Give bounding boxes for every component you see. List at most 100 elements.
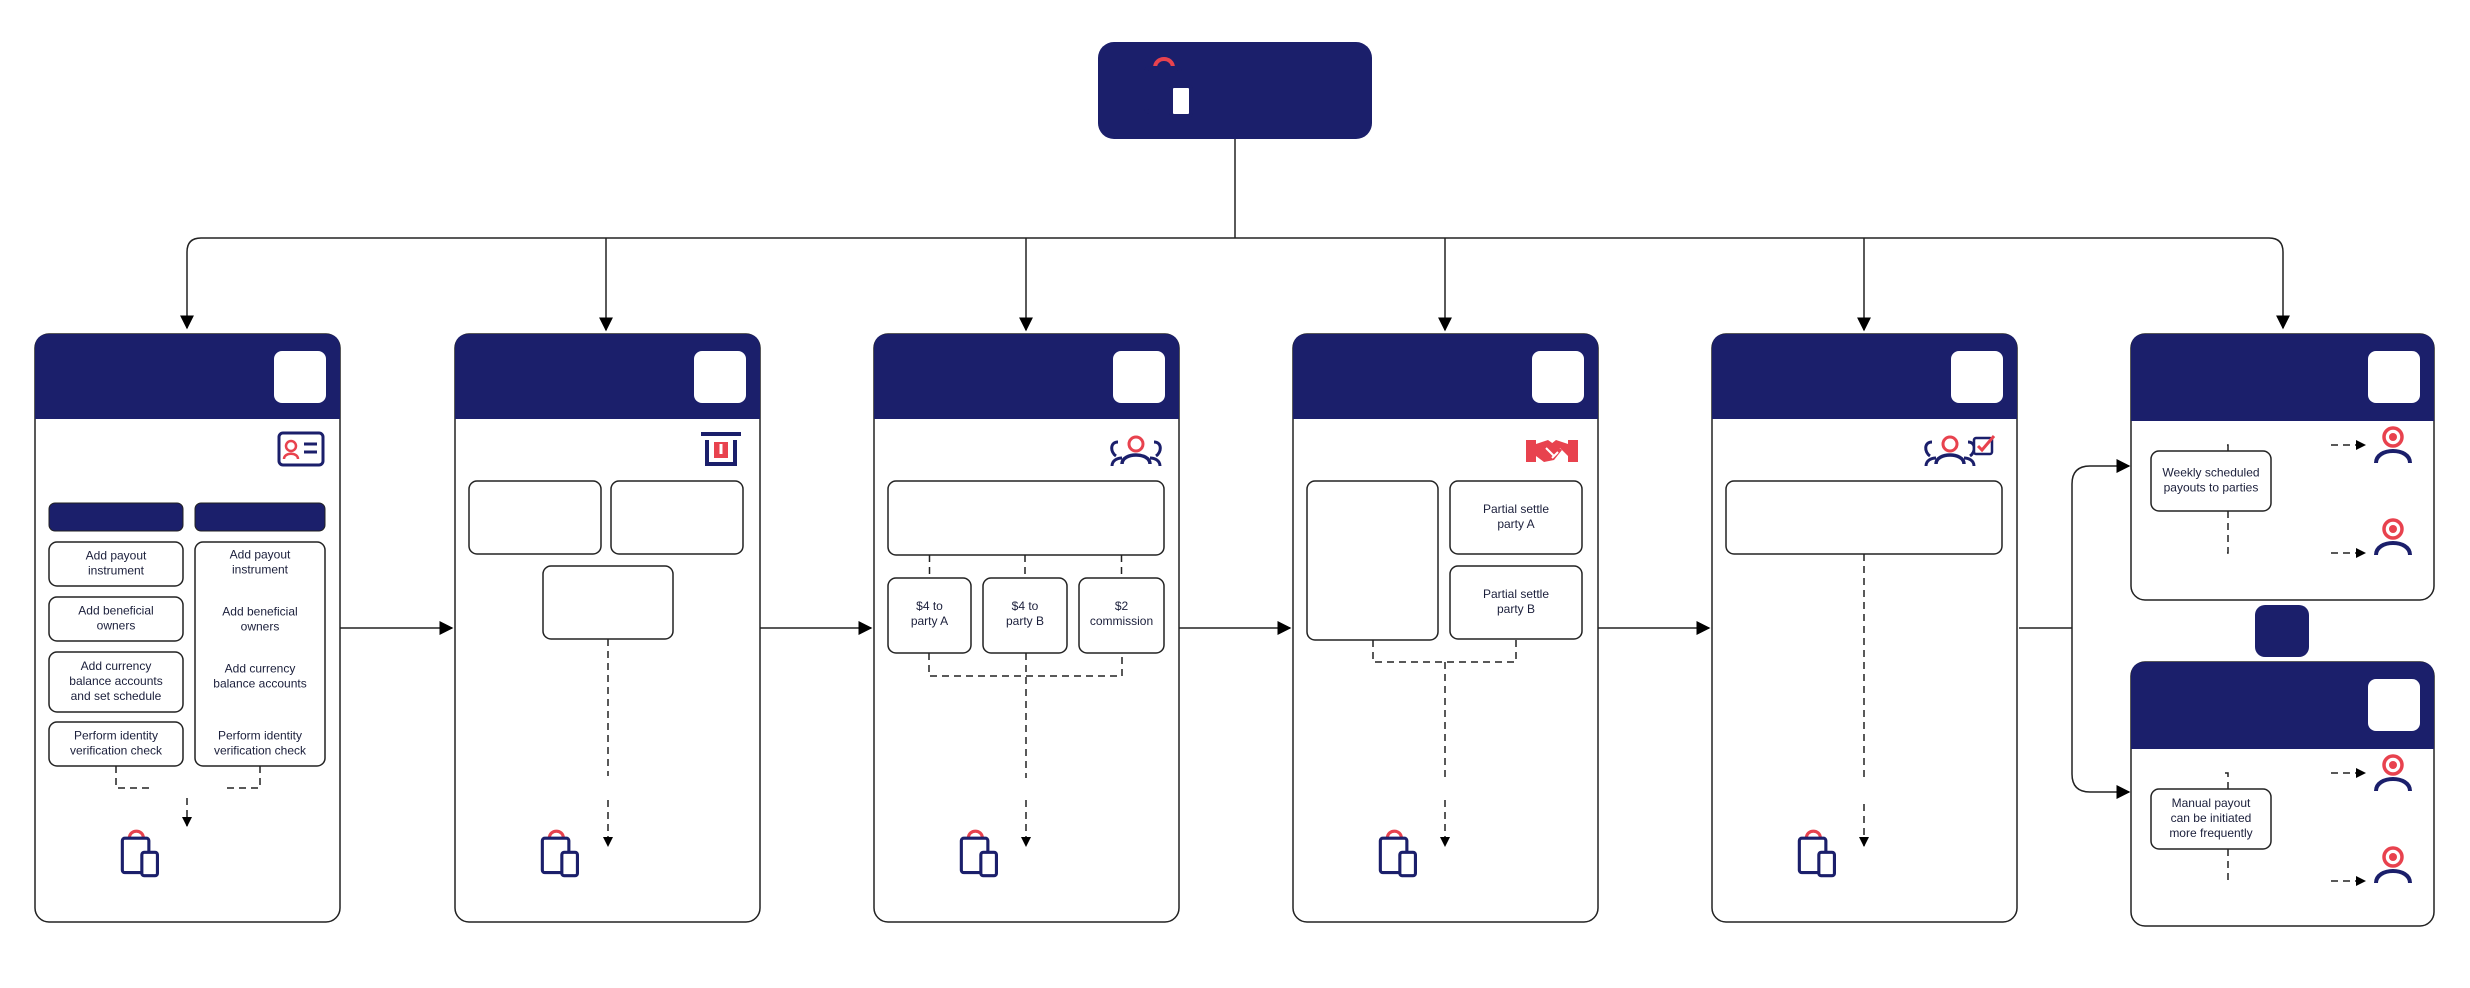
tab-modular (48, 502, 184, 532)
bag-handle (127, 829, 145, 839)
handshake-icon (1526, 440, 1578, 462)
modular-item-label: owners (97, 619, 136, 633)
hand-right (1546, 440, 1568, 456)
branch-to-manual (2071, 628, 2131, 799)
panel-header (35, 334, 340, 419)
or-badge (2255, 605, 2309, 657)
party-a-icon (2374, 754, 2412, 792)
tab-orchestrated (194, 502, 326, 532)
modular-item-label: verification check (70, 744, 163, 758)
split-box (982, 577, 1068, 654)
marketplace-icon (1797, 829, 1836, 878)
group-body (1120, 453, 1152, 465)
group-side-body (1110, 456, 1162, 467)
payout-box-label: more frequently (2169, 826, 2252, 840)
person-head (2382, 846, 2404, 868)
fraudsight-box (468, 480, 602, 555)
bag-handle (1804, 829, 1822, 839)
marketplace-icon (1378, 829, 1417, 878)
group-body (1934, 453, 1966, 465)
branch-to-automated (2071, 459, 2131, 628)
payout-header (2131, 334, 2434, 421)
card-outline (277, 431, 325, 467)
branch-line (186, 237, 2290, 330)
phone-body (560, 850, 579, 878)
group-check-icon (1924, 435, 1996, 467)
authorize-box (542, 565, 674, 640)
step-number-badge (1951, 351, 2003, 403)
payout-box-label: can be initiated (2171, 811, 2252, 825)
orchestrated-item-label: Add currency (225, 662, 296, 676)
box-label: Partial settle (1483, 587, 1549, 601)
id-card-icon (277, 431, 325, 467)
person-head (2382, 426, 2404, 448)
split-box-label: $4 to (1012, 599, 1039, 613)
box-label: Partial settle (1483, 502, 1549, 516)
orchestrated-item-label: owners (241, 620, 280, 634)
phone-body (1817, 850, 1836, 878)
split-box-label: party B (1006, 614, 1044, 628)
modular-item-label: Add payout (86, 549, 147, 563)
person-head (2382, 518, 2404, 540)
panel-header (455, 334, 760, 419)
phone-body (1169, 84, 1193, 118)
person-head-dot (2389, 433, 2397, 441)
person-head-dot (2389, 761, 2397, 769)
orchestrated-item-label: verification check (214, 744, 307, 758)
person-head-dot (2389, 853, 2397, 861)
split-box (1078, 577, 1165, 654)
person-head (2382, 754, 2404, 776)
split-box-label: $2 (1115, 599, 1129, 613)
person-body (2374, 869, 2412, 884)
phone-body (1398, 850, 1417, 878)
dashed-connector (2225, 444, 2229, 451)
modular-item-label: Add beneficial (78, 604, 153, 618)
payout-header (2131, 662, 2434, 749)
confirm-split-box (1725, 480, 2003, 555)
party-b-icon (2374, 846, 2412, 884)
payment-box (887, 480, 1165, 556)
marketplace-icon (540, 829, 579, 878)
group-icon (1110, 435, 1162, 467)
marketplace-node-icon (1144, 57, 1193, 118)
3ds-box (610, 480, 744, 555)
party-b-icon (2374, 518, 2412, 556)
card-avatar-head (284, 439, 298, 453)
group-side (1110, 440, 1162, 458)
panel-header (1712, 334, 2017, 419)
orchestrated-item-label: balance accounts (213, 677, 306, 691)
box-label: party A (1497, 517, 1534, 531)
orchestrated-item-label: Add payout (230, 548, 291, 562)
orchestrated-item-label: Add beneficial (222, 605, 297, 619)
dashed-connector (2225, 511, 2229, 554)
group-head (1941, 435, 1959, 453)
split-box-label: $4 to (916, 599, 943, 613)
fully-settle-box (1306, 480, 1439, 641)
panel-header (1293, 334, 1598, 419)
panel-header (874, 334, 1179, 419)
bag-handle (547, 829, 565, 839)
phone-body (979, 850, 998, 878)
step-number-badge (1113, 351, 1165, 403)
payout-box-label: Manual payout (2172, 796, 2251, 810)
step-number-badge (694, 351, 746, 403)
partial-settle-b-box (1449, 565, 1583, 640)
dashed-connector (2225, 772, 2229, 789)
modular-item-label: Add currency (81, 659, 152, 673)
partial-settle-a-box (1449, 480, 1583, 555)
person-body (2374, 541, 2412, 556)
terminal-body (705, 440, 737, 466)
phone-body (140, 850, 159, 878)
person-head-dot (2389, 525, 2397, 533)
modular-item (48, 596, 184, 642)
person-body (2374, 777, 2412, 792)
modular-item (48, 651, 184, 713)
step-number-badge (274, 351, 326, 403)
bag-handle (966, 829, 984, 839)
split-box-label: commission (1090, 614, 1153, 628)
bag-handle (1385, 829, 1403, 839)
orchestrated-item-label: instrument (232, 563, 289, 577)
box-label: party B (1497, 602, 1535, 616)
modular-item-label: instrument (88, 564, 145, 578)
